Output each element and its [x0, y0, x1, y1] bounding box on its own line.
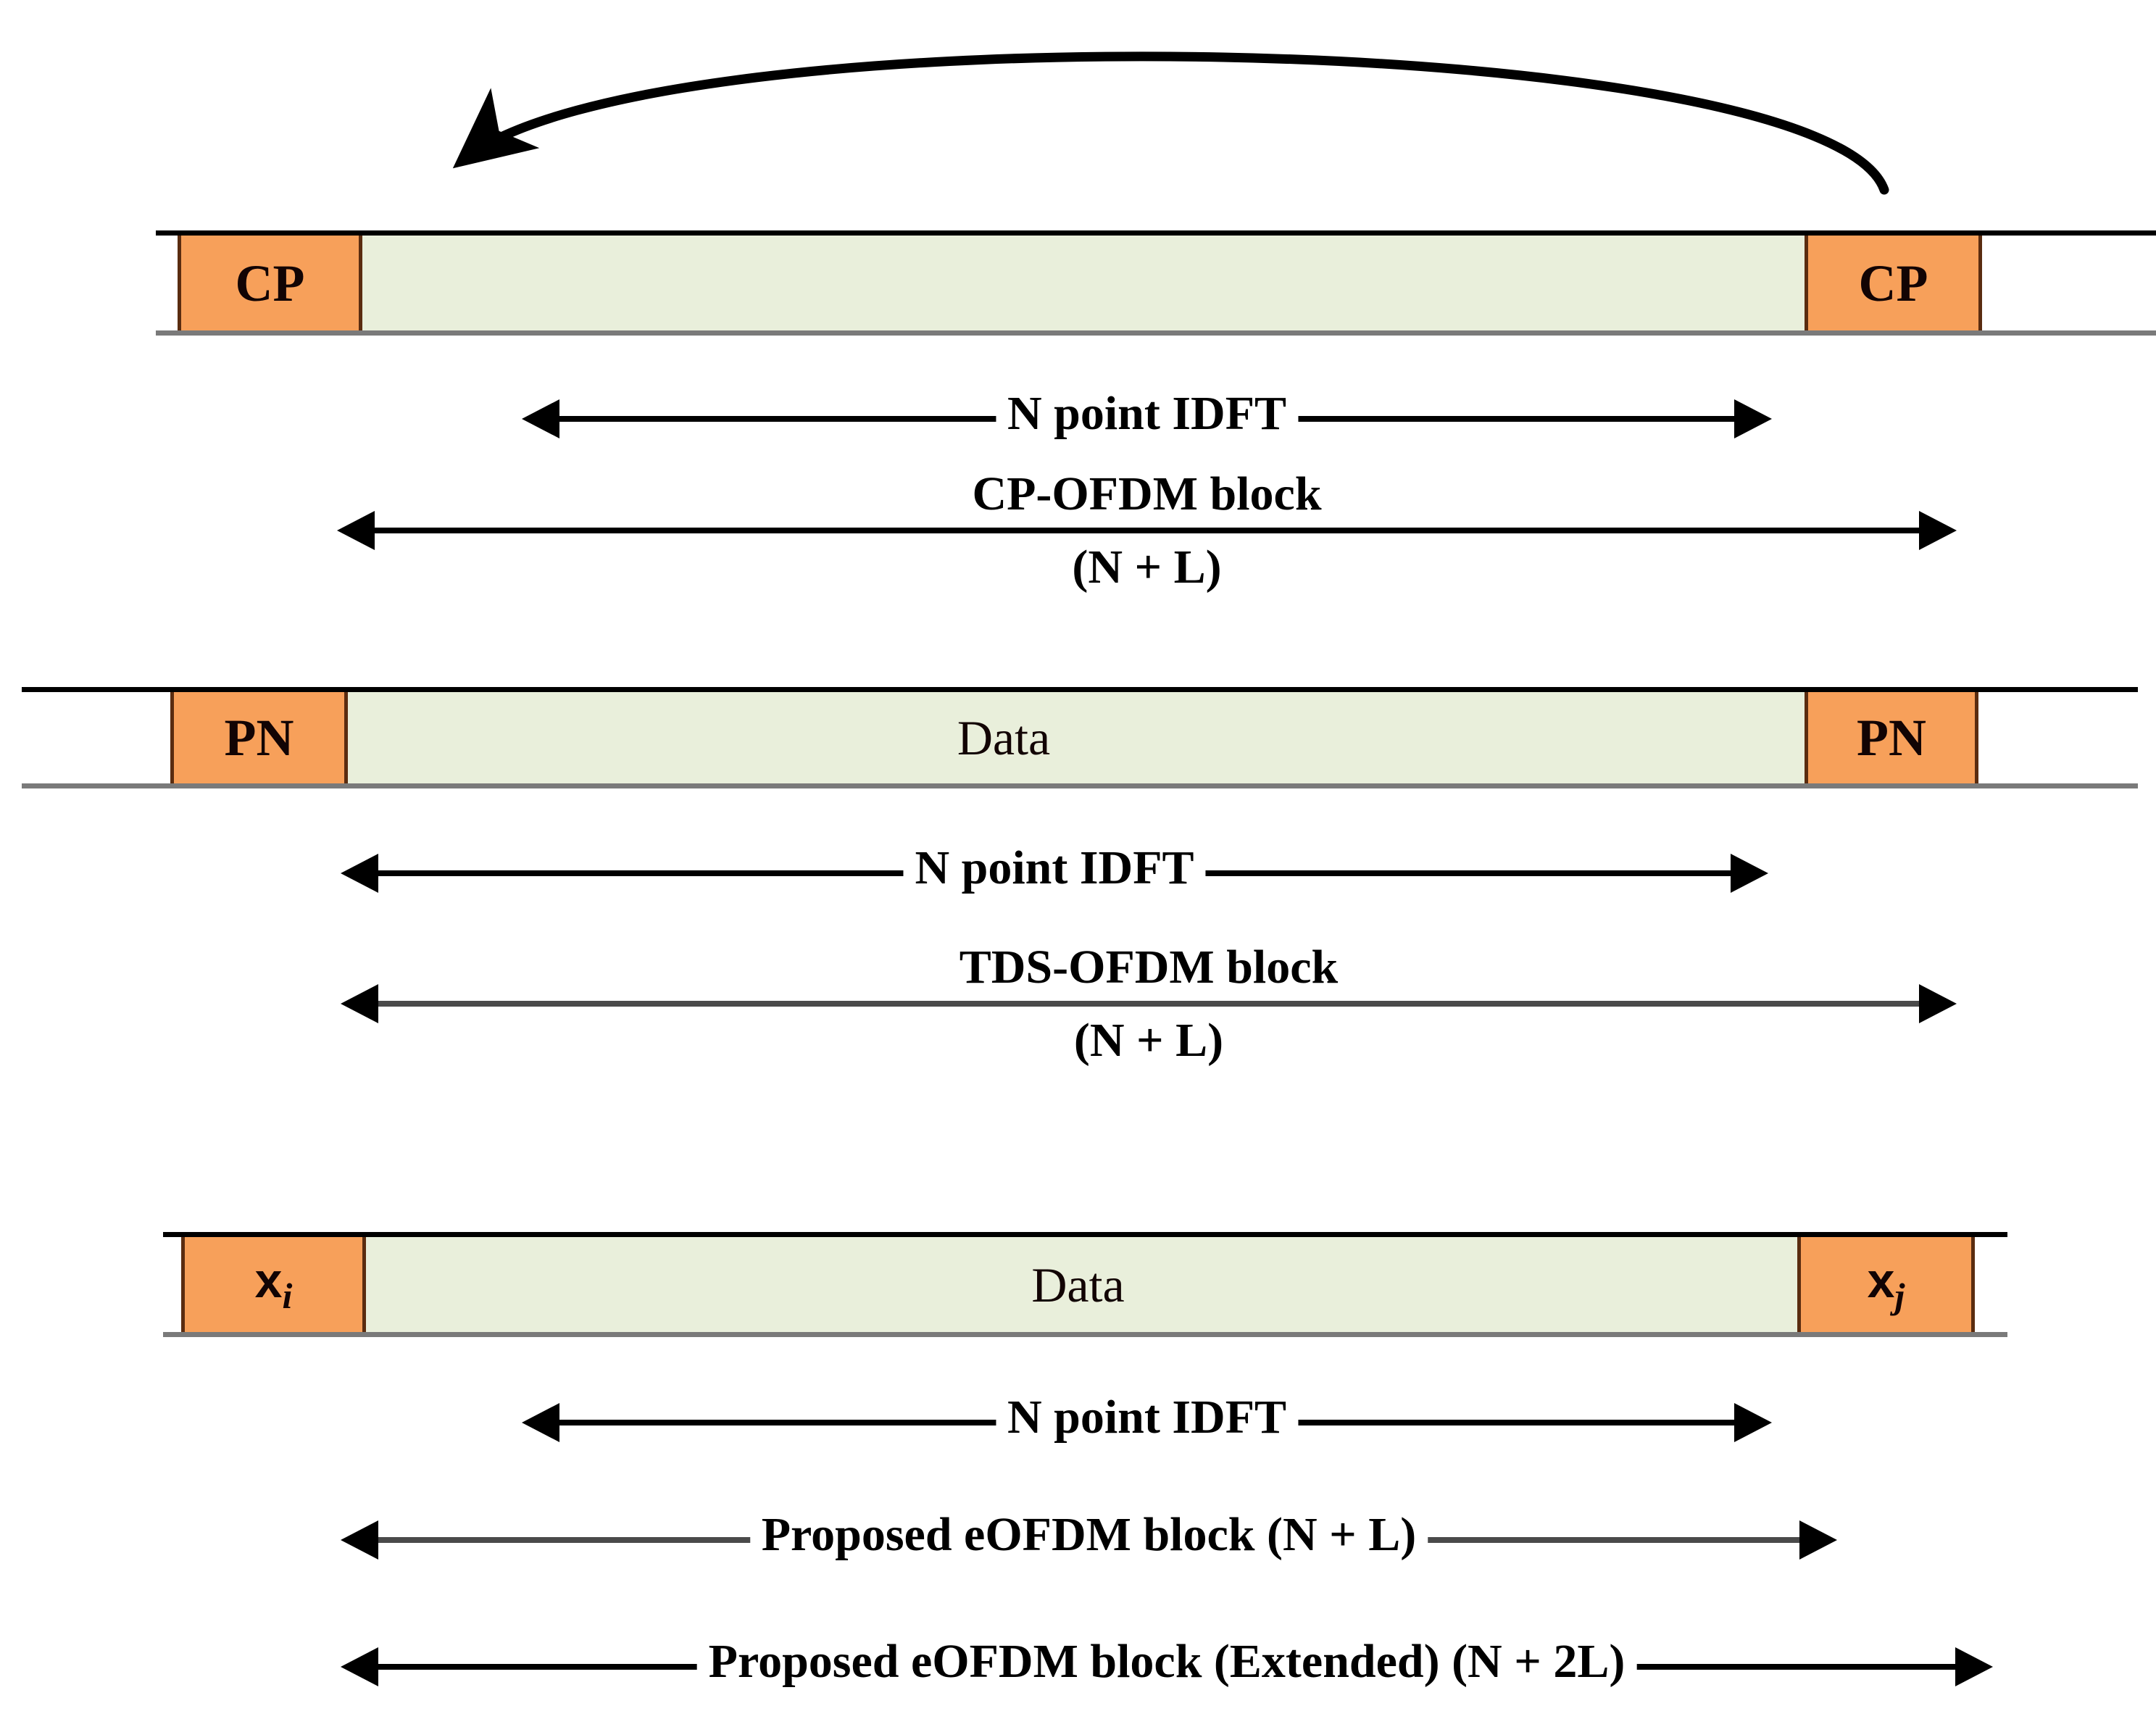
arrow-head-right-icon	[1731, 854, 1768, 893]
tds-ofdm-block-label: TDS-OFDM block	[947, 941, 1350, 992]
tds-ofdm-block-size: (N + L)	[1062, 1015, 1236, 1065]
cp-ofdm-idft-label: N point IDFT	[995, 388, 1299, 438]
cp-label-left: CP	[235, 254, 305, 312]
arrow-head-left-icon	[341, 1520, 378, 1560]
arrow-head-left-icon	[522, 399, 559, 438]
eofdm-block-row: Data xi xj	[163, 1232, 2007, 1337]
measure-line	[373, 528, 1920, 533]
cyclic-prefix-copy-arrow	[452, 51, 1889, 195]
x-j-base: x	[1867, 1252, 1895, 1308]
tds-ofdm-idft-label: N point IDFT	[903, 843, 1206, 893]
arrow-head-right-icon	[1734, 399, 1772, 438]
arrow-head-left-icon	[341, 1647, 378, 1686]
eofdm-payload-segment: Data	[348, 1237, 1808, 1332]
cp-ofdm-trailing-guard: CP	[1805, 236, 1982, 330]
cp-ofdm-payload-segment	[341, 236, 1978, 330]
pn-label-right: PN	[1857, 709, 1926, 767]
eofdm-block-label: Proposed eOFDM block (N + L)	[749, 1510, 1428, 1560]
x-i-subscript: i	[282, 1275, 293, 1316]
arrow-head-left-icon	[341, 984, 378, 1023]
arrow-head-right-icon	[1919, 511, 1957, 550]
arrow-head-left-icon	[337, 511, 375, 550]
tds-ofdm-payload-segment: Data	[178, 692, 1830, 783]
arrow-head-left-icon	[522, 1403, 559, 1442]
eofdm-leading-guard: xi	[181, 1237, 366, 1332]
arrow-head-right-icon	[1955, 1647, 1993, 1686]
arrow-head-right-icon	[1799, 1520, 1837, 1560]
x-i-base: x	[254, 1252, 283, 1308]
cp-label-right: CP	[1858, 254, 1928, 312]
arrow-head-right-icon	[1734, 1403, 1772, 1442]
measure-line	[377, 1001, 1920, 1007]
cp-ofdm-block-size: (N + L)	[1060, 542, 1233, 592]
x-j-label: xj	[1801, 1256, 1971, 1314]
cp-ofdm-leading-guard: CP	[178, 236, 362, 330]
arrow-head-left-icon	[341, 854, 378, 893]
tds-ofdm-leading-guard: PN	[170, 692, 348, 783]
cp-ofdm-block-row: CP CP	[156, 230, 2156, 336]
x-i-label: xi	[185, 1256, 362, 1314]
eofdm-idft-label: N point IDFT	[995, 1392, 1299, 1442]
eofdm-trailing-guard: xj	[1797, 1237, 1975, 1332]
eofdm-extended-block-label: Proposed eOFDM block (Extended) (N + 2L)	[696, 1636, 1637, 1686]
tds-ofdm-trailing-guard: PN	[1805, 692, 1978, 783]
x-j-subscript: j	[1894, 1275, 1905, 1316]
pn-label-left: PN	[224, 709, 294, 767]
cp-ofdm-block-label: CP-OFDM block	[960, 468, 1333, 519]
tds-ofdm-data-label: Data	[957, 710, 1051, 765]
tds-ofdm-block-row: Data PN PN	[22, 687, 2138, 788]
arrow-head-right-icon	[1919, 984, 1957, 1023]
eofdm-data-label: Data	[1031, 1257, 1125, 1312]
